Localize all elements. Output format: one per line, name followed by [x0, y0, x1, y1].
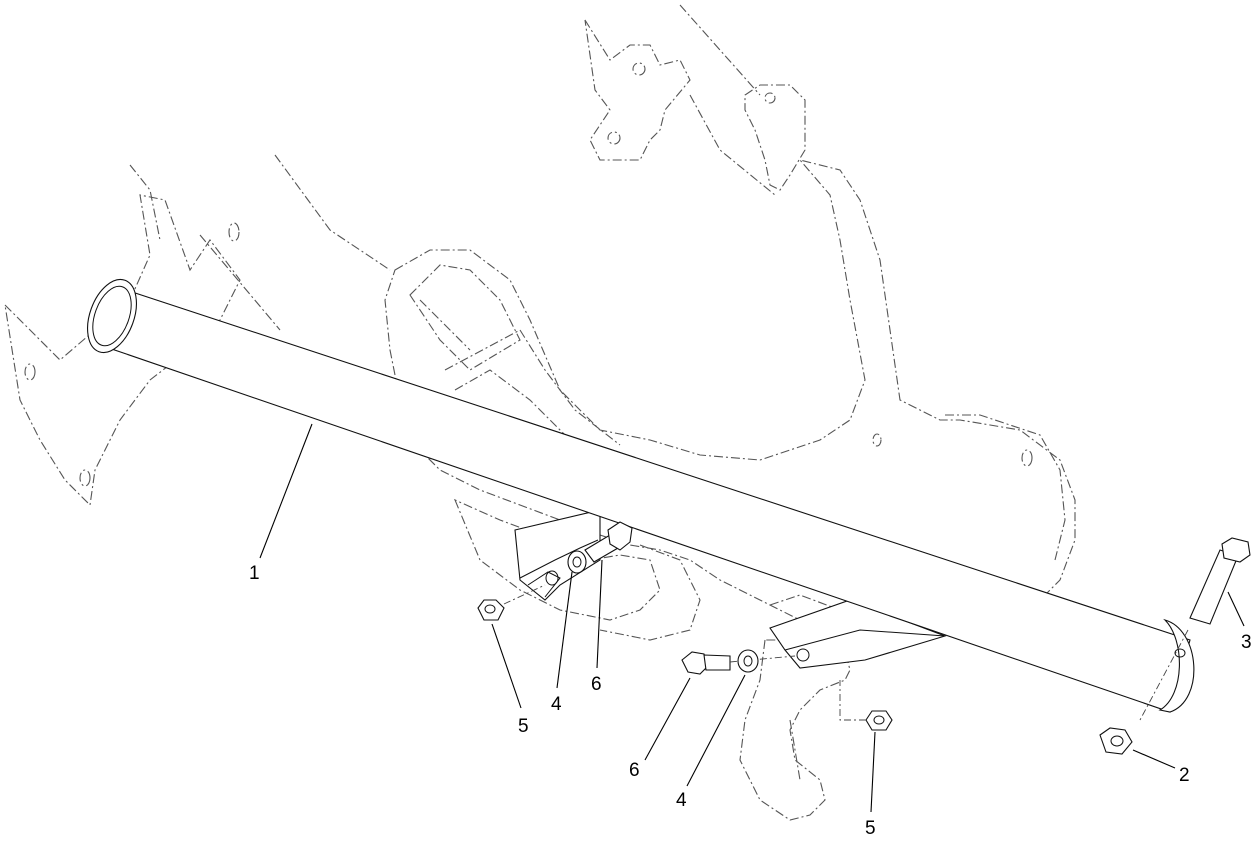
callout-2: 2: [1179, 765, 1190, 786]
washer-left: [567, 550, 587, 574]
callout-5-left: 5: [518, 716, 529, 737]
callouts: 1 2 3 4 4 5 5 6 6: [249, 563, 1252, 839]
phantom-frame: [4, 4, 1076, 821]
phantom-upper-bracket-left: [584, 19, 691, 161]
nut-item-2: [1099, 727, 1133, 755]
callout-4-right: 4: [676, 790, 687, 811]
callout-1: 1: [249, 563, 260, 584]
flange-nut-left: [477, 584, 546, 621]
left-mount-bracket: [514, 509, 601, 601]
phantom-upper-bracket-right: [744, 84, 806, 191]
washer-right: [737, 649, 759, 673]
callout-6-left: 6: [629, 760, 640, 781]
phantom-lower-arm: [739, 639, 851, 821]
callout-6-right: 6: [591, 674, 602, 695]
cap-screw-left: [584, 521, 633, 563]
tube-end-cap: [87, 278, 137, 354]
leader-lines: [259, 423, 1245, 813]
callout-5-right: 5: [865, 818, 876, 839]
callout-4-left: 4: [551, 694, 562, 715]
callout-3: 3: [1241, 632, 1252, 653]
tube: [87, 278, 1195, 713]
flange-nut-right: [839, 680, 893, 731]
bolt-item-3: [1139, 537, 1251, 721]
phantom-left-plate: [4, 194, 241, 507]
tube-body: [99, 287, 1191, 713]
